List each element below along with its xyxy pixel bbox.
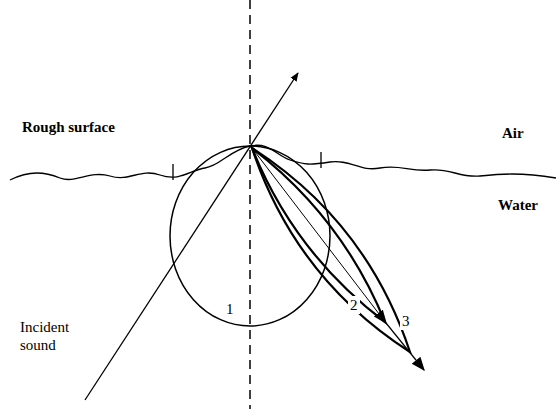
specular-arrow — [386, 323, 424, 370]
medium-label: Air — [500, 124, 526, 142]
normal-line — [249, 0, 251, 409]
callout-number: 2 — [348, 296, 360, 314]
tick-mark — [320, 152, 321, 168]
scatter-lobe — [252, 148, 385, 322]
callout-number: 3 — [400, 312, 412, 330]
callout-number: 1 — [224, 300, 236, 318]
lobe-arrow — [252, 148, 386, 323]
incident-label: Incident sound — [18, 318, 92, 354]
tick-mark — [172, 164, 173, 180]
medium-label: Water — [496, 196, 540, 214]
scatter-lobe-circle — [170, 146, 330, 326]
incident-ray — [85, 73, 298, 400]
surface-label: Rough surface — [20, 118, 117, 136]
scatter-lobe — [252, 148, 410, 352]
